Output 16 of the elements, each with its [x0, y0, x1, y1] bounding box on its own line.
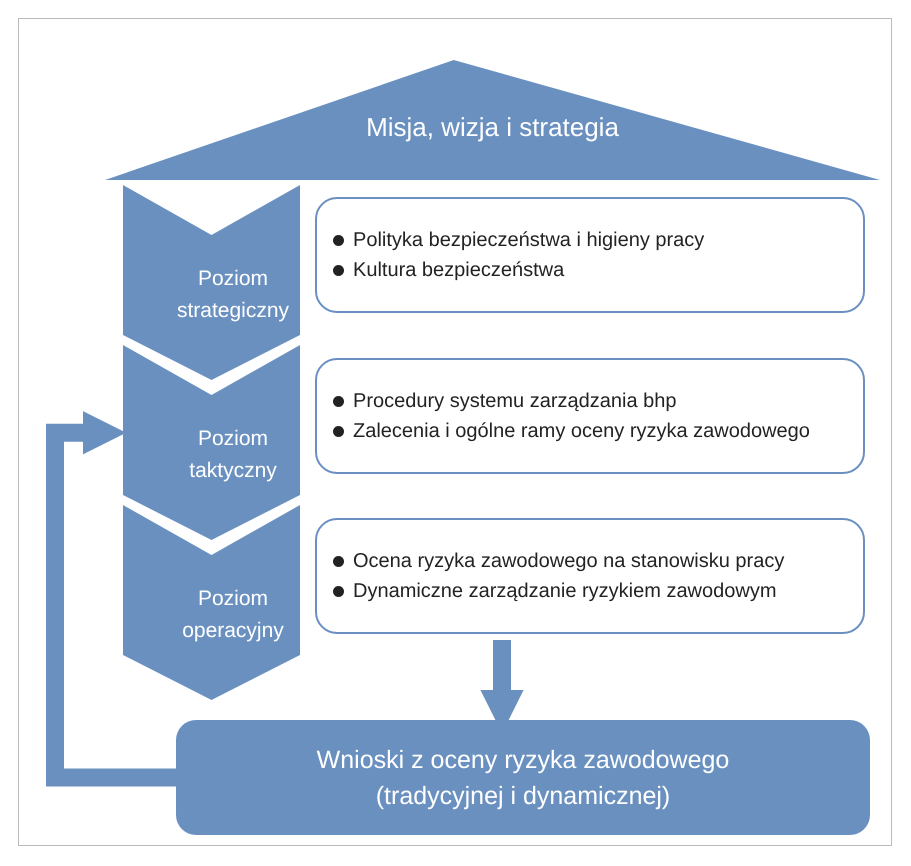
conclusion-box	[176, 720, 870, 835]
bullet-item: Procedury systemu zarządzania bhp	[331, 386, 853, 416]
level-label: Poziom operacyjny	[181, 586, 285, 644]
arrow	[46, 411, 176, 786]
bullet-item: Ocena ryzyka zawodowego na stanowisku pracy	[331, 546, 853, 576]
level-label: Poziom strategiczny	[176, 266, 290, 324]
content-box	[315, 518, 865, 634]
conclusion-text: Wnioski z oceny ryzyka zawodowego (tradycyjnej i dynamicznej)	[316, 744, 730, 812]
bullet-item: Dynamiczne zarządzanie ryzykiem zawodowym	[331, 576, 853, 606]
level-label: Poziom taktyczny	[188, 426, 278, 484]
bullet-item: Polityka bezpieczeństwa i higieny pracy	[331, 225, 853, 255]
roof-label: Misja, wizja i strategia	[365, 112, 620, 143]
content-box	[315, 197, 865, 313]
bullet-item: Kultura bezpieczeństwa	[331, 255, 853, 285]
bullet-item: Zalecenia i ogólne ramy oceny ryzyka zawodowego	[331, 416, 853, 446]
content-box	[315, 358, 865, 474]
